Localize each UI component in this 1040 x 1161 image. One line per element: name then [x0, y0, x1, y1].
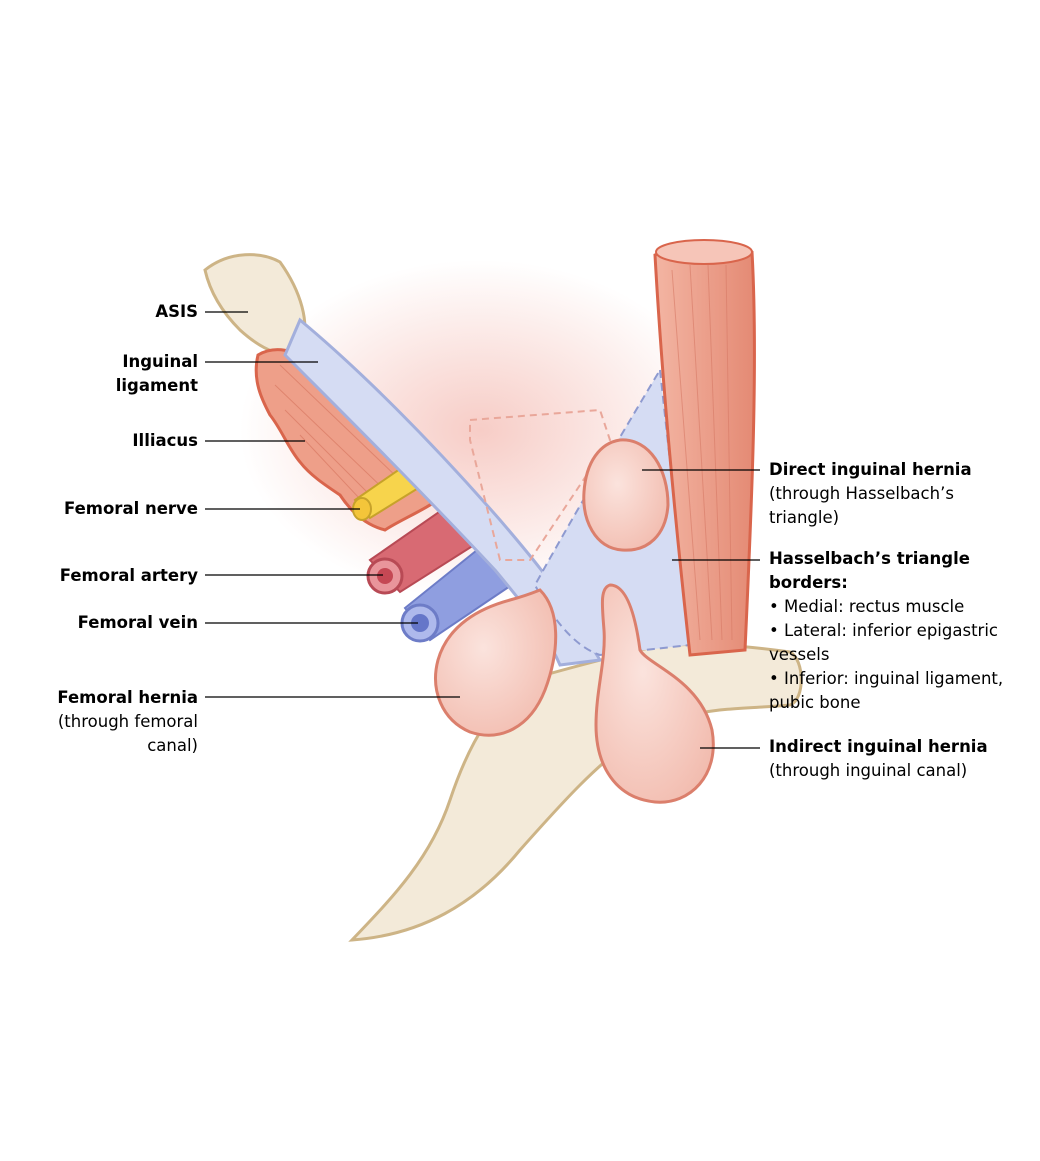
indirect-hernia-sac	[594, 583, 715, 804]
label-femoral-artery: Femoral artery	[59, 566, 198, 585]
spermatic-cord-outline	[469, 408, 612, 561]
inguinal-ligament-band	[283, 317, 603, 667]
label-inguinal-ligament: Inguinal ligament	[115, 352, 198, 395]
direct-hernia-sac	[582, 438, 670, 552]
rectus-fibers	[671, 264, 733, 641]
pubic-bone	[348, 642, 803, 942]
label-asis: ASIS	[155, 302, 198, 321]
label-illiacus: Illiacus	[132, 431, 198, 450]
label-direct-hernia: Direct inguinal hernia (through Hasselba…	[769, 460, 972, 527]
label-femoral-vein: Femoral vein	[77, 613, 198, 632]
femoral-hernia-sac	[434, 588, 558, 737]
label-indirect-hernia: Indirect inguinal hernia (through inguin…	[769, 737, 988, 780]
label-hasselbach-triangle: Hasselbach’s triangle borders: • Medial:…	[769, 549, 1004, 712]
label-femoral-hernia: Femoral hernia (through femoral canal)	[57, 688, 198, 755]
leader-lines	[205, 311, 760, 749]
label-femoral-nerve: Femoral nerve	[63, 499, 198, 518]
asis-bone	[203, 253, 307, 356]
rectus-top	[655, 239, 753, 265]
